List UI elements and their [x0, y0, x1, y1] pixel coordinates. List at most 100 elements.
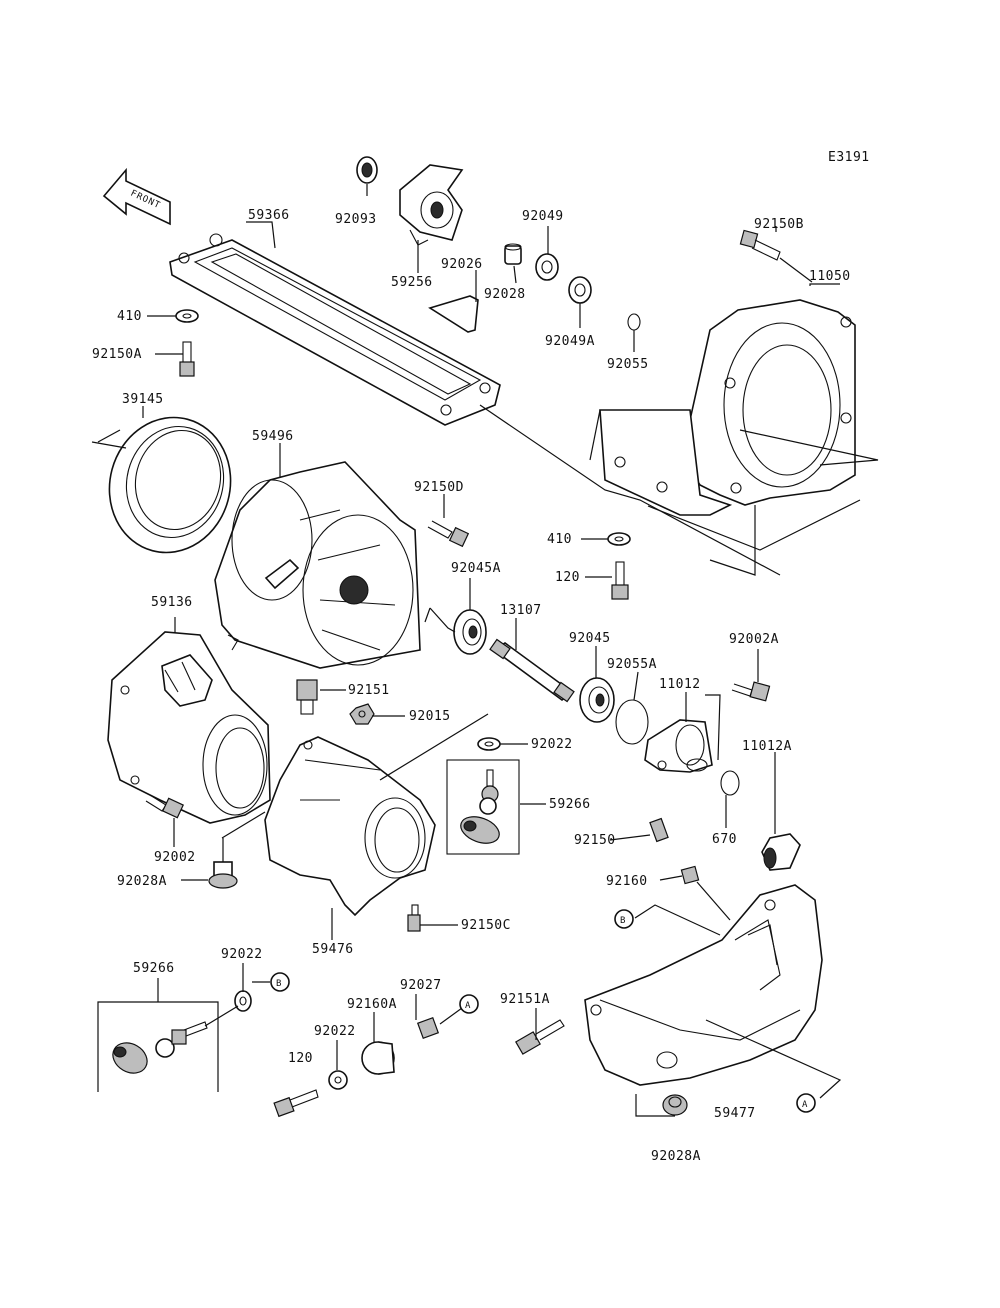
part-label-92055: 92055: [607, 357, 649, 372]
kit-59266-lower: [112, 1021, 208, 1074]
bolt-92150A: [179, 341, 195, 377]
part-label-59366: 59366: [248, 208, 290, 223]
cap-92093: [356, 156, 378, 184]
ring-39145: [108, 416, 232, 554]
bolt-120-upper: [611, 561, 629, 600]
part-label-92022-right: 92022: [531, 737, 573, 752]
part-label-92150C: 92150C: [461, 918, 511, 933]
cap-11012: [644, 719, 713, 773]
nozzle-59476: [264, 736, 436, 917]
part-label-92002: 92002: [154, 850, 196, 865]
block-92160: [680, 865, 700, 885]
steering-nozzle-59477: [584, 884, 823, 1086]
part-label-11050: 11050: [809, 269, 851, 284]
part-label-92055A: 92055A: [607, 657, 657, 672]
part-label-92022-lower-left: 92022: [221, 947, 263, 962]
stud-92151A: [515, 1019, 565, 1055]
part-label-92150: 92150: [574, 833, 616, 848]
callout-a-1: A: [459, 994, 479, 1014]
washer-410-upper: [175, 309, 199, 323]
stud-92150C: [407, 904, 421, 932]
part-label-92160A: 92160A: [347, 997, 397, 1012]
impeller-59256: [399, 164, 464, 246]
part-label-92151A: 92151A: [500, 992, 550, 1007]
washer-92049A: [568, 276, 592, 304]
kit-box-59266: [446, 759, 520, 855]
part-label-92151: 92151: [348, 683, 390, 698]
part-label-92150D: 92150D: [414, 480, 464, 495]
part-label-59496: 59496: [252, 429, 294, 444]
front-arrow-icon: FRONT: [102, 167, 171, 226]
part-label-59266-box: 59266: [549, 797, 591, 812]
part-label-92028A-bottom: 92028A: [651, 1149, 701, 1164]
cap-11012A: [761, 833, 801, 871]
cover-plate-59366: [169, 233, 501, 426]
washer-92022-right: [477, 737, 501, 751]
part-label-13107: 13107: [500, 603, 542, 618]
bolt-92002: [145, 794, 185, 819]
nut-92015: [349, 703, 375, 725]
grommet-92028A-left: [208, 861, 238, 889]
part-label-92028A-left: 92028A: [117, 874, 167, 889]
bolt-120-lower: [273, 1089, 319, 1118]
stud-92151: [296, 679, 318, 715]
callout-a-1-label: A: [465, 1001, 471, 1011]
part-label-92160: 92160: [606, 874, 648, 889]
part-label-59136: 59136: [151, 595, 193, 610]
bolt-92150B: [739, 229, 781, 261]
washer-92022-lower-mid: [328, 1070, 348, 1090]
part-label-11012: 11012: [659, 677, 701, 692]
callout-b-1-label: B: [620, 916, 626, 926]
part-label-59476: 59476: [312, 942, 354, 957]
o-ring-92055A: [615, 699, 649, 745]
part-label-92049: 92049: [522, 209, 564, 224]
nozzle-cover-59136: [107, 631, 271, 824]
washer-92022-lower-left: [234, 990, 252, 1012]
shaft-13107: [489, 638, 575, 703]
washer-92049: [535, 253, 559, 281]
collar-92027: [416, 1016, 440, 1040]
part-label-92150A: 92150A: [92, 347, 142, 362]
part-label-670: 670: [712, 832, 737, 847]
bearing-92045A: [453, 609, 487, 655]
leader-lines: [91, 184, 879, 1117]
part-label-410-upper: 410: [117, 309, 142, 324]
reference-code: E3191: [828, 150, 870, 165]
part-label-92093: 92093: [335, 212, 377, 227]
part-label-92045: 92045: [569, 631, 611, 646]
callout-b-2: B: [270, 972, 290, 992]
grommet-92028A-bottom: [662, 1094, 688, 1116]
part-label-410-lower: 410: [547, 532, 572, 547]
part-label-59266-lower: 59266: [133, 961, 175, 976]
block-92160A: [361, 1041, 395, 1075]
pump-housing-59496: [214, 461, 421, 669]
part-label-92028: 92028: [484, 287, 526, 302]
bolt-92002A: [731, 681, 771, 702]
part-label-92049A: 92049A: [545, 334, 595, 349]
callout-b-2-label: B: [276, 979, 282, 989]
part-label-59256: 59256: [391, 275, 433, 290]
part-label-11012A: 11012A: [742, 739, 792, 754]
pump-case-11050: [599, 299, 856, 516]
part-label-92002A: 92002A: [729, 632, 779, 647]
part-label-120-lower: 120: [288, 1051, 313, 1066]
callout-a-2-label: A: [802, 1100, 808, 1110]
part-label-92015: 92015: [409, 709, 451, 724]
callout-a-2: A: [796, 1093, 816, 1113]
bearing-92045: [579, 677, 615, 723]
callout-b-1: B: [614, 909, 634, 929]
o-ring-670: [720, 770, 740, 796]
bolt-92150: [649, 817, 669, 843]
part-label-92022-lower-mid: 92022: [314, 1024, 356, 1039]
part-label-92026: 92026: [441, 257, 483, 272]
bolt-92150D: [427, 520, 470, 548]
part-label-92027: 92027: [400, 978, 442, 993]
part-label-92045A: 92045A: [451, 561, 501, 576]
o-ring-92055: [627, 313, 641, 331]
part-label-39145: 39145: [122, 392, 164, 407]
part-label-92150B: 92150B: [754, 217, 804, 232]
part-label-59477: 59477: [714, 1106, 756, 1121]
part-label-120-upper: 120: [555, 570, 580, 585]
